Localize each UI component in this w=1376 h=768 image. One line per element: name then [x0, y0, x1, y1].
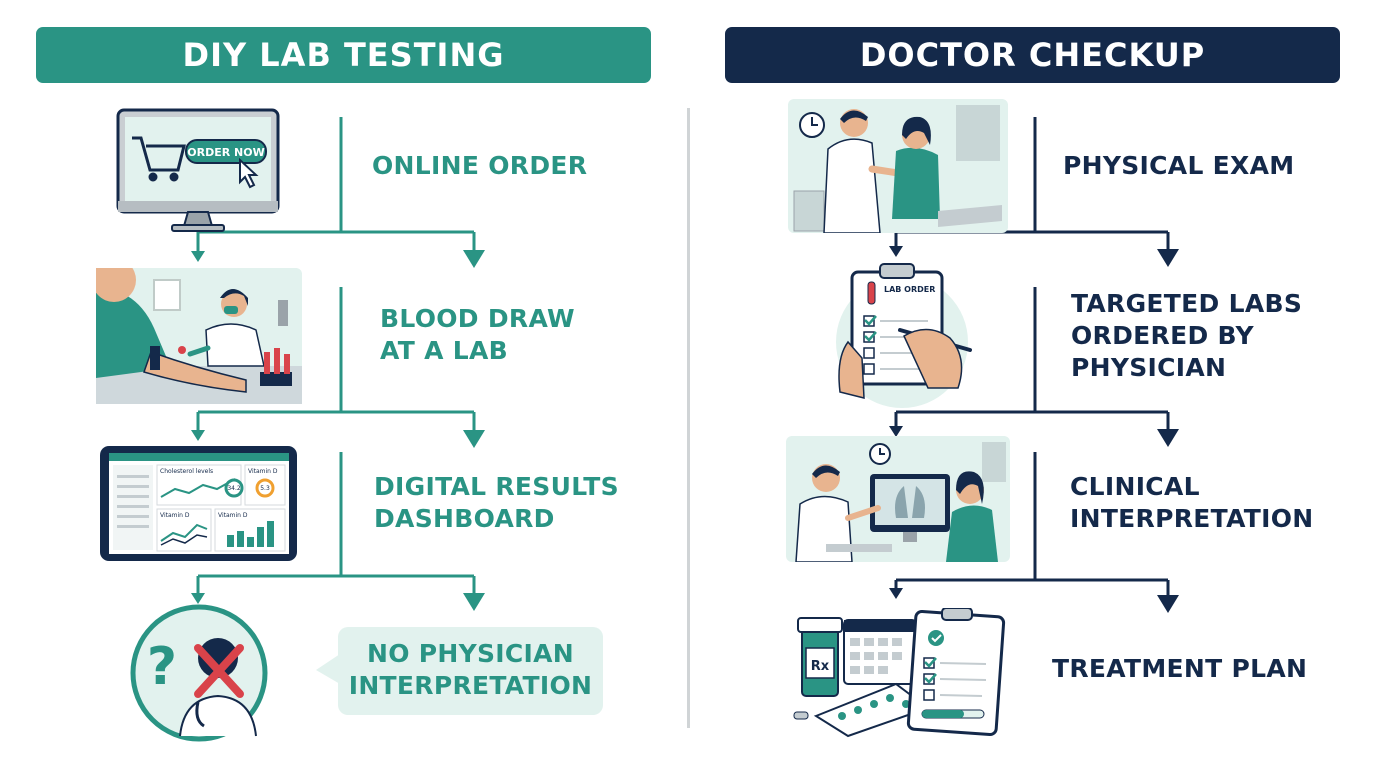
diy-step-3-line2: DASHBOARD	[374, 504, 555, 533]
order-now-button	[185, 139, 267, 164]
shopping-cart-icon	[132, 136, 186, 182]
physical-exam-illustration	[788, 99, 1008, 233]
dashboard-panel-1: Cholesterol levels	[160, 468, 213, 475]
rx-label: Rx	[811, 659, 830, 674]
diy-step-4: NO PHYSICIAN INTERPRETATION	[338, 638, 603, 702]
doctor-header: DOCTOR CHECKUP	[725, 27, 1340, 83]
column-divider	[687, 108, 690, 728]
gauge-1-value: 34.2	[227, 485, 241, 492]
doctor-step-4-line1: TREATMENT PLAN	[1052, 654, 1308, 683]
doctor-step-2: TARGETED LABS ORDERED BY PHYSICIAN	[1071, 288, 1302, 384]
treatment-plan-illustration: Rx	[793, 608, 1006, 738]
doctor-step-1-line1: PHYSICAL EXAM	[1063, 151, 1295, 180]
diy-title: DIY LAB TESTING	[182, 36, 505, 74]
bubble-tail	[316, 654, 340, 684]
doctor-title: DOCTOR CHECKUP	[859, 36, 1206, 74]
dashboard-panel-2: Vitamin D	[248, 468, 278, 475]
doctor-step-1: PHYSICAL EXAM	[1063, 150, 1294, 182]
no-physician-bubble	[338, 627, 603, 715]
pill-bottle-icon: Rx	[797, 617, 843, 697]
monitor-illustration: ORDER NOW	[116, 108, 280, 232]
checkbox-icon	[923, 657, 935, 701]
diy-step-1: ONLINE ORDER	[372, 150, 587, 182]
gauge-2-value: 5.3	[260, 485, 270, 492]
diy-step-2: BLOOD DRAW AT A LAB	[380, 303, 575, 367]
calendar-icon	[843, 619, 917, 685]
tablet-dashboard-illustration: Cholesterol levels Vitamin D 34.2 5.3 Vi…	[100, 446, 297, 561]
dashboard-panel-4: Vitamin D	[218, 512, 248, 519]
diy-step-2-line2: AT A LAB	[380, 336, 508, 365]
diy-header: DIY LAB TESTING	[36, 27, 651, 83]
order-now-label: ORDER NOW	[187, 146, 264, 159]
stethoscope-icon	[195, 701, 205, 728]
diy-step-3-line1: DIGITAL RESULTS	[374, 472, 619, 501]
diy-step-1-line1: ONLINE ORDER	[372, 151, 588, 180]
doctor-arrowheads	[889, 246, 1179, 613]
lab-order-label: LAB ORDER	[884, 285, 935, 294]
diy-step-4-line1: NO PHYSICIAN	[366, 639, 575, 668]
cross-icon	[194, 644, 244, 698]
doctor-step-3: CLINICAL INTERPRETATION	[1070, 471, 1314, 535]
diy-step-4-line2: INTERPRETATION	[348, 671, 593, 700]
doctor-step-2-line1: TARGETED LABS	[1071, 289, 1303, 318]
no-physician-illustration: ?	[130, 604, 268, 742]
doctor-step-2-line2: ORDERED BY	[1071, 321, 1254, 350]
clock-icon	[869, 443, 891, 465]
pill-organizer-icon	[813, 682, 931, 738]
checkbox-icon	[863, 315, 875, 375]
doctor-connectors	[894, 117, 1170, 597]
lab-order-illustration: LAB ORDER	[836, 263, 972, 408]
diy-step-3: DIGITAL RESULTS DASHBOARD	[374, 471, 619, 535]
diy-step-2-line1: BLOOD DRAW	[380, 304, 575, 333]
clock-icon	[799, 112, 825, 138]
clinical-interpretation-illustration	[786, 436, 1010, 562]
doctor-step-2-line3: PHYSICIAN	[1071, 353, 1227, 382]
blood-draw-illustration	[96, 268, 302, 404]
diy-arrowheads	[191, 250, 485, 611]
diy-connectors	[196, 117, 476, 595]
doctor-step-3-line2: INTERPRETATION	[1070, 504, 1314, 533]
dashboard-panel-3: Vitamin D	[160, 512, 190, 519]
question-mark-icon: ?	[147, 637, 177, 697]
doctor-step-3-line1: CLINICAL	[1070, 472, 1200, 501]
cursor-icon	[239, 157, 259, 189]
doctor-step-4: TREATMENT PLAN	[1052, 653, 1307, 685]
